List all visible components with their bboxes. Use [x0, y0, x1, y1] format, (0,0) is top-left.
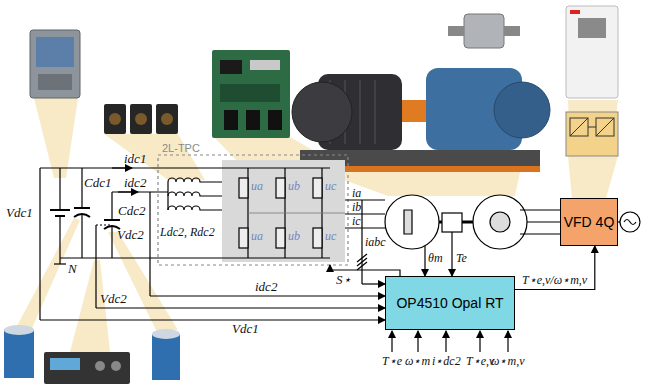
torque-sensor-photo [448, 14, 520, 48]
signal-label: Ldc2, Rdc2 [160, 226, 215, 239]
signal-label: Vdc2 [100, 292, 127, 306]
drive-box: VFD 4Q [560, 198, 618, 246]
signal-label: ub [288, 230, 300, 243]
signal-label: i⋆dc2 [432, 355, 461, 368]
signal-label: Vdc1 [232, 322, 259, 336]
signal-label: Vdc1 [6, 206, 33, 220]
signal-label: idc2 [255, 280, 277, 294]
signal-label: Vdc2 [117, 228, 144, 242]
motor-bench-photo [292, 68, 550, 172]
signal-label: ua [251, 180, 263, 193]
signal-label: ub [288, 180, 300, 193]
signal-label: Te [456, 252, 467, 265]
controller-box: OP4510 Opal RT [385, 276, 515, 330]
inductor-photo [104, 104, 178, 134]
signal-label: Cdc2 [118, 204, 145, 218]
signal-label: N [68, 262, 77, 276]
signal-label: uc [325, 230, 336, 243]
connector [515, 246, 595, 290]
signal-label: ω⋆m,v [491, 355, 524, 368]
circuit [40, 155, 640, 352]
signal-label: S⋆ [336, 273, 351, 287]
signal-label: uc [325, 180, 336, 193]
signal-label: ic [352, 215, 361, 228]
signal-label: θm [428, 252, 443, 265]
signal-label: T⋆e [382, 355, 402, 368]
edge-label: T⋆e,v/ω⋆m,v [521, 274, 588, 287]
signal-label: T⋆e,v [466, 355, 494, 368]
signal-label: iabc [365, 236, 386, 249]
drive-photo [566, 6, 618, 98]
signal-label: ua [251, 230, 263, 243]
signal-label: 2L-TPC [162, 142, 200, 154]
signal-label: ia [352, 187, 361, 200]
pcb-photo [212, 50, 290, 138]
power-supply-photo [44, 352, 130, 384]
signal-label: Cdc1 [84, 176, 111, 190]
converter-icon [566, 112, 618, 156]
signal-label: idc1 [124, 152, 146, 166]
signal-label: idc2 [124, 176, 146, 190]
signal-label: ib [352, 201, 361, 214]
box-text: VFD 4Q [564, 214, 615, 230]
signal-label: ω⋆m [405, 355, 430, 368]
box-text: OP4510 Opal RT [396, 295, 503, 311]
monitor-photo [30, 30, 80, 98]
